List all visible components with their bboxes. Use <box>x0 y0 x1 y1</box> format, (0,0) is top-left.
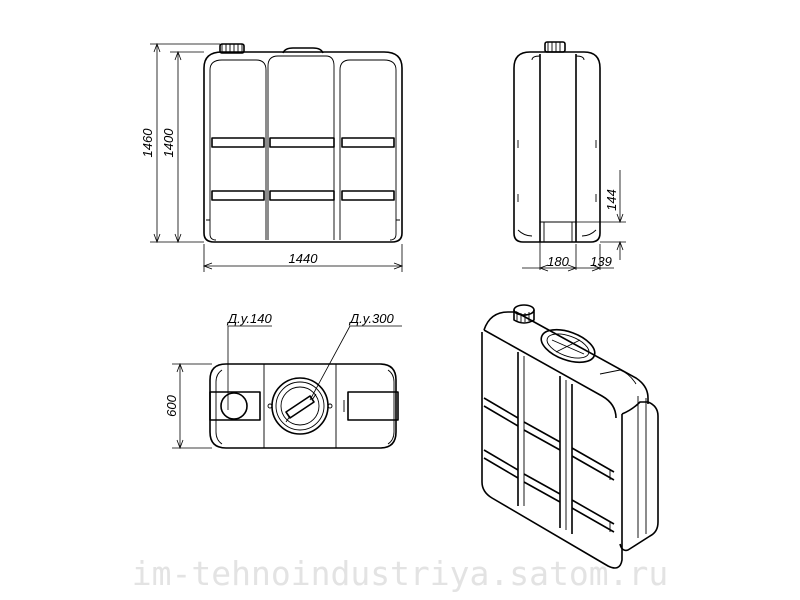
side-dimensions: 144 180 139 <box>522 170 626 272</box>
iso-front-face <box>481 332 623 569</box>
front-hatch <box>282 47 324 54</box>
dim-height-body: 1400 <box>161 128 176 158</box>
dim-height-overall: 1460 <box>140 128 155 158</box>
top-plate-right <box>347 391 399 421</box>
isometric-view <box>481 304 659 569</box>
dim-144: 144 <box>604 189 619 211</box>
dim-139: 139 <box>590 254 612 269</box>
label-port-small: Д.у.140 <box>226 311 272 326</box>
label-port-large: Д.у.300 <box>348 311 394 326</box>
port-small-icon <box>220 392 248 420</box>
top-dimensions: 600 Д.у.140 Д.у.300 <box>164 311 402 450</box>
iso-side-face <box>619 401 659 552</box>
front-rib-1 <box>211 137 265 148</box>
side-body <box>513 51 601 243</box>
watermark-text: im-tehnoindustriya.satom.ru <box>132 554 668 593</box>
hatch-outer-ring <box>271 377 329 435</box>
front-cap <box>219 43 245 54</box>
dim-180: 180 <box>547 254 569 269</box>
dim-depth: 600 <box>164 394 179 416</box>
top-body <box>209 363 397 449</box>
iso-rib-row-2 <box>483 449 615 533</box>
front-dimensions: 1460 1400 1440 <box>140 42 404 272</box>
top-view <box>209 363 399 449</box>
top-port-small-frame <box>209 391 261 421</box>
front-body <box>203 51 403 243</box>
iso-top-edge <box>483 311 649 404</box>
side-view <box>513 41 601 243</box>
iso-hatch <box>540 328 596 364</box>
front-view <box>203 43 403 243</box>
hatch-handle <box>285 395 315 419</box>
iso-rib-row-1 <box>483 397 615 481</box>
dim-width: 1440 <box>289 251 319 266</box>
